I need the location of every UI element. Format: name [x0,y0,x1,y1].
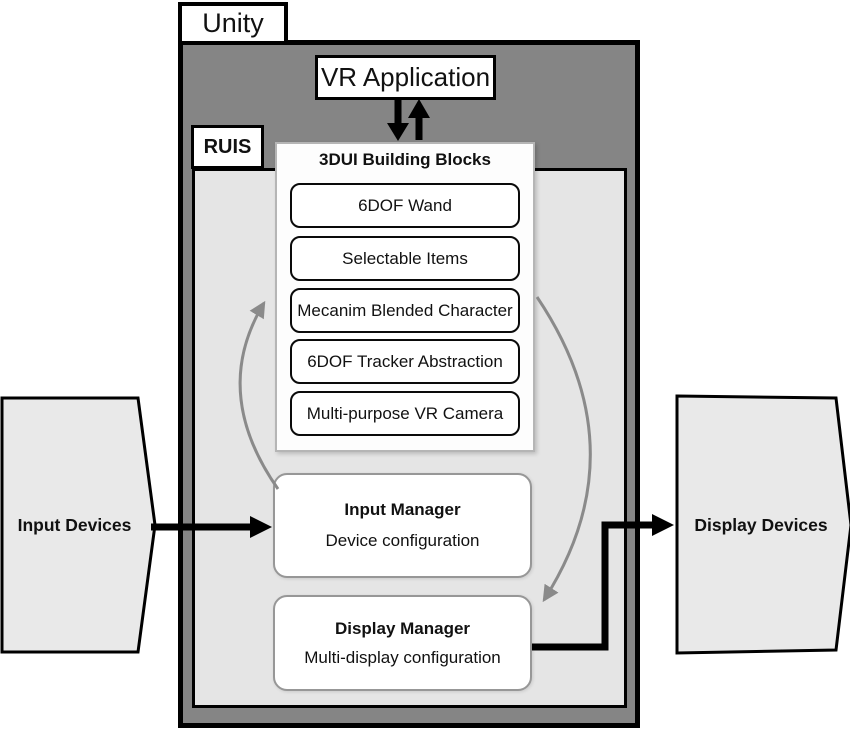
block-label: 6DOF Tracker Abstraction [307,351,503,371]
block-label: 6DOF Wand [358,195,452,215]
display-manager-node: Display Manager Multi-display configurat… [273,595,532,691]
display-manager-subtitle: Multi-display configuration [304,647,501,667]
block-selectable-items: Selectable Items [290,236,520,281]
display-manager-title: Display Manager [334,618,471,638]
input-manager-subtitle: Device configuration [325,531,480,550]
vr-application-node: VR Application [315,55,496,100]
block-6dof-wand: 6DOF Wand [290,183,520,228]
unity-tab: Unity [178,2,288,45]
block-mecanim-blended-character: Mecanim Blended Character [290,288,520,333]
unity-tab-label: Unity [202,8,264,38]
input-manager-title: Input Manager [344,500,461,519]
block-label: Selectable Items [342,248,468,268]
building-blocks-title: 3DUI Building Blocks [319,150,491,169]
ruis-tab: RUIS [191,125,264,169]
input-devices-label: Input Devices [17,514,132,535]
block-multi-purpose-vr-camera: Multi-purpose VR Camera [290,391,520,436]
input-manager-node: Input Manager Device configuration [273,473,532,578]
vr-application-label: VR Application [320,62,491,92]
block-6dof-tracker-abstraction: 6DOF Tracker Abstraction [290,339,520,384]
block-label: Mecanim Blended Character [297,300,513,320]
display-devices-label: Display Devices [694,514,828,535]
block-label: Multi-purpose VR Camera [306,403,504,423]
ruis-tab-label: RUIS [203,135,252,158]
